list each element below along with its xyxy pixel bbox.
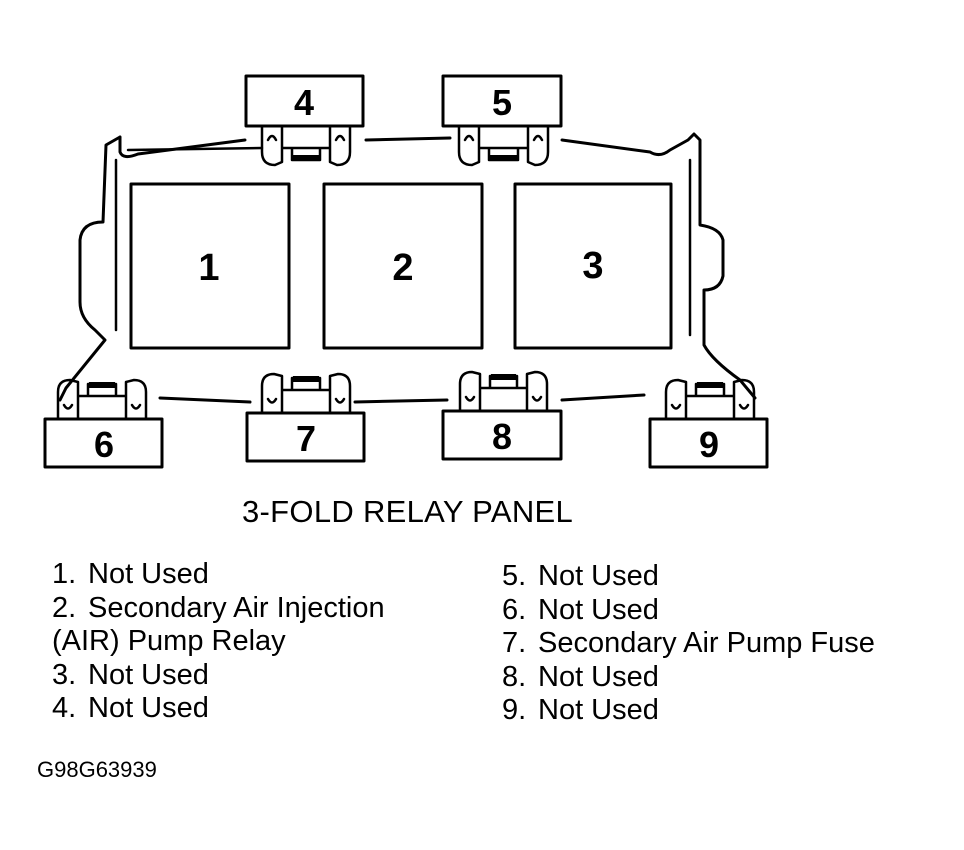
relay-panel-diagram: 1 2 3 4 5 6 7 8: [43, 74, 769, 469]
fuse-5[interactable]: 5: [441, 74, 563, 167]
legend-item-text: Not Used: [88, 692, 209, 724]
legend-item-text: Not Used: [88, 558, 209, 590]
fuse-4-housing: [244, 74, 365, 128]
fuse-8[interactable]: 8: [441, 370, 563, 461]
fuse-7-label: 7: [296, 418, 316, 459]
relay-2-label: 2: [392, 247, 413, 289]
legend-item: 9. Not Used: [502, 694, 875, 728]
legend-item-number: 2.: [52, 591, 77, 624]
legend-item: 2. Secondary Air Injection: [52, 592, 385, 626]
legend-item-text: Not Used: [538, 660, 659, 693]
fuse-6[interactable]: 6: [43, 378, 164, 469]
fuse-5-element: [490, 155, 517, 161]
legend-item: 7. Secondary Air Pump Fuse: [502, 627, 875, 661]
fuse-5-housing: [441, 74, 563, 128]
legend-item-number: 9.: [502, 694, 527, 726]
fuse-8-element: [491, 374, 516, 380]
legend-item-number: 5.: [502, 560, 527, 592]
legend-item: 5. Not Used: [502, 560, 875, 594]
fuse-5-label: 5: [492, 82, 512, 123]
legend-item-text: Secondary Air Injection: [88, 591, 385, 624]
fuse-8-housing: [441, 409, 563, 461]
legend-item: 1. Not Used: [52, 558, 385, 592]
legend-item-text: Not Used: [538, 560, 659, 592]
fuse-4[interactable]: 4: [244, 74, 365, 167]
relay-3-body: [513, 182, 673, 350]
relay-1-body: [129, 182, 291, 350]
legend-item-text: Not Used: [88, 658, 209, 691]
legend-item-text: Not Used: [538, 694, 659, 726]
legend-item: 3. Not Used: [52, 659, 385, 693]
legend-item-number: 4.: [52, 692, 77, 724]
legend-item: 6. Not Used: [502, 594, 875, 628]
figure-code: G98G63939: [37, 757, 157, 782]
fuse-9[interactable]: 9: [648, 378, 769, 469]
fuse-6-label: 6: [94, 424, 114, 465]
legend-item-text: Secondary Air Pump Fuse: [538, 627, 875, 659]
legend-item: 4. Not Used: [52, 692, 385, 726]
fuse-8-label: 8: [492, 416, 512, 457]
panel-inner-edge: [114, 146, 692, 337]
relay-1[interactable]: 1: [129, 182, 291, 350]
legend-item-number: 6.: [502, 593, 527, 626]
fuse-7[interactable]: 7: [245, 372, 366, 463]
legend-left: 1. Not Used 2. Secondary Air Injection (AI…: [52, 558, 385, 726]
relay-2-body: [322, 182, 484, 350]
fuse-4-label: 4: [294, 82, 314, 123]
legend-item-continuation: (AIR) Pump Relay: [52, 625, 286, 657]
fuse-4-element: [293, 155, 319, 161]
relay-2[interactable]: 2: [322, 182, 484, 350]
legend-item-number: 8.: [502, 660, 527, 693]
legend-item-number: 3.: [52, 658, 77, 691]
relay-3[interactable]: 3: [513, 182, 673, 350]
panel-outline: [58, 132, 757, 404]
relay-1-label: 1: [198, 247, 219, 289]
fuse-9-label: 9: [699, 424, 719, 465]
legend-item-text: Not Used: [538, 593, 659, 626]
fuse-7-element: [293, 376, 319, 382]
panel-caption: 3-FOLD RELAY PANEL: [242, 494, 574, 529]
legend-item: 8. Not Used: [502, 661, 875, 695]
fuse-7-housing: [245, 411, 366, 463]
relay-3-label: 3: [582, 245, 603, 287]
legend-item-number: 1.: [52, 558, 77, 590]
legend-item-number: 7.: [502, 627, 527, 659]
fuse-9-housing: [648, 417, 769, 469]
fuse-9-element: [697, 382, 723, 388]
fuse-6-housing: [43, 417, 164, 469]
fuse-6-element: [89, 382, 115, 388]
legend-right: 5. Not Used 6. Not Used 7. Secondary Air Pu…: [502, 560, 875, 728]
